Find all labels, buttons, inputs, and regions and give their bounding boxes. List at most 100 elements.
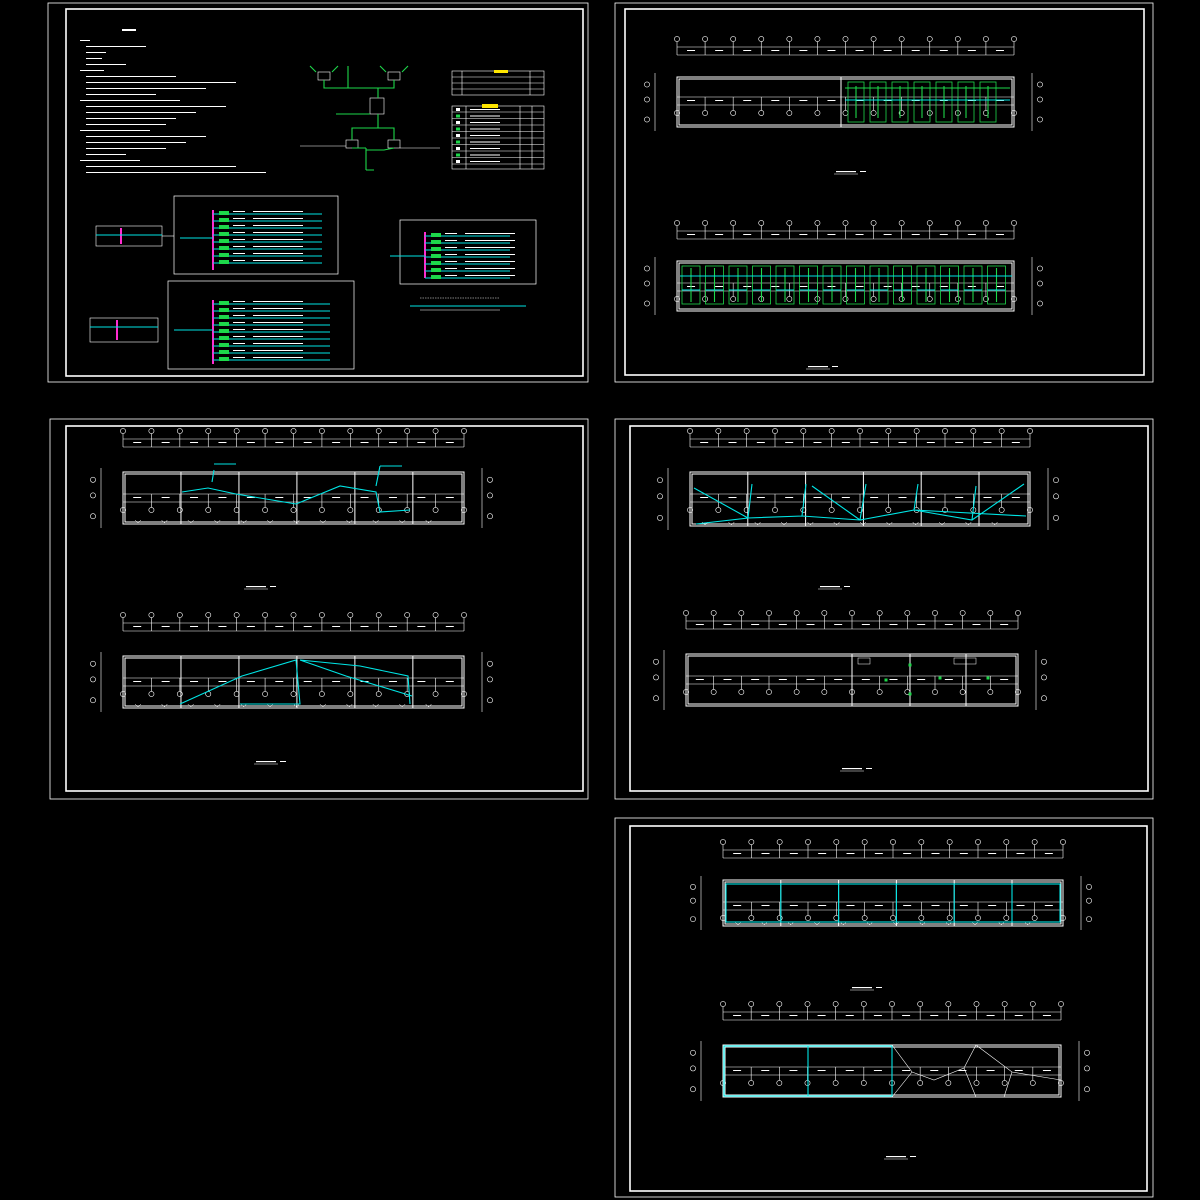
sheet-5 (614, 817, 1154, 1198)
riser-diagram (300, 65, 440, 171)
sheet-1-outer-frame (47, 2, 589, 383)
axis-bubble (644, 265, 650, 272)
axis-bubble (1037, 280, 1043, 287)
drawing-caption (256, 761, 276, 763)
axis-bubble (730, 220, 737, 226)
axis-bubble (1086, 916, 1092, 922)
outer-wall (676, 76, 1015, 128)
axis-bubble (657, 515, 663, 521)
design-notes-block (80, 29, 266, 173)
sheet-4-lower-floor-plan (653, 610, 1047, 772)
axis-bubble (690, 897, 696, 904)
outer-wall (122, 471, 465, 525)
axis-bubble (487, 697, 493, 704)
axis-bubble (842, 220, 849, 226)
axis-bubble (926, 220, 933, 226)
drawing-caption (820, 586, 840, 588)
axis-bubble (954, 220, 961, 226)
sheet-3-upper-floor-plan (90, 428, 493, 590)
axis-bubble (90, 660, 96, 667)
axis-bubble (758, 220, 765, 226)
axis-bubble (674, 220, 680, 226)
axis-bubble (1037, 300, 1043, 307)
axis-bubble (90, 476, 96, 483)
axis-bubble (983, 220, 989, 226)
sheet-1-inner-frame (65, 8, 584, 377)
axis-bubble (898, 220, 905, 226)
axis-bubble (487, 660, 493, 667)
axis-bubble (690, 884, 696, 890)
axis-bubble (1041, 674, 1047, 681)
sheet-2-upper-floor-plan (644, 36, 1043, 175)
sheet-2-outer-frame (614, 2, 1154, 383)
axis-bubble (870, 220, 877, 226)
axis-bubble (1037, 116, 1043, 123)
axis-bubble (1086, 897, 1092, 904)
sheet-5-lower-floor-plan (690, 1001, 1090, 1160)
sheet-4-upper-floor-plan (657, 428, 1059, 590)
axis-bubble (657, 493, 663, 500)
axis-bubble (814, 220, 821, 226)
axis-bubble (90, 492, 96, 499)
axis-bubble (90, 697, 96, 704)
axis-bubble (644, 81, 650, 88)
axis-bubble (487, 476, 493, 483)
axis-bubble (690, 916, 696, 922)
axis-bubble (644, 96, 650, 103)
sheet-4-inner-frame (629, 425, 1149, 792)
axis-bubble (1084, 1086, 1090, 1093)
sheet-4-outer-frame (614, 418, 1154, 800)
axis-bubble (1053, 493, 1059, 500)
incoming-feeder-a (95, 225, 174, 247)
outer-wall (676, 260, 1015, 312)
sheet-1 (47, 2, 589, 383)
axis-bubble (90, 513, 96, 520)
axis-bubble (1053, 515, 1059, 521)
axis-bubble (1041, 695, 1047, 702)
axis-bubble (702, 220, 708, 226)
distribution-panel-a (173, 195, 339, 275)
sheet-3-lower-floor-plan (90, 612, 493, 765)
drawing-caption (836, 171, 856, 173)
sheet-2-lower-floor-plan (644, 220, 1043, 370)
legend-table (451, 70, 545, 170)
sheet-5-inner-frame (629, 825, 1148, 1192)
axis-bubble (90, 676, 96, 683)
axis-bubble (653, 695, 659, 702)
drawing-caption (852, 987, 872, 989)
axis-bubble (644, 280, 650, 287)
drawing-caption (842, 768, 862, 770)
axis-bubble (644, 300, 650, 307)
sheet-2 (614, 2, 1154, 383)
sheet-5-upper-floor-plan (690, 839, 1092, 991)
axis-bubble (653, 658, 659, 665)
drawing-caption (808, 366, 828, 368)
sheet-2-inner-frame (624, 8, 1145, 376)
axis-bubble (1037, 81, 1043, 88)
axis-bubble (1084, 1049, 1090, 1056)
outer-wall (689, 471, 1031, 527)
drawing-caption (246, 586, 266, 588)
incoming-feeder-b (89, 317, 159, 343)
axis-bubble (487, 492, 493, 499)
axis-bubble (1011, 220, 1017, 226)
sheet-3-inner-frame (65, 425, 584, 792)
axis-bubble (653, 674, 659, 681)
sheet-3-outer-frame (49, 418, 589, 800)
axis-bubble (644, 116, 650, 123)
axis-bubble (690, 1049, 696, 1056)
distribution-panel-b (167, 280, 355, 370)
sheet-4 (614, 418, 1154, 800)
axis-bubble (690, 1065, 696, 1072)
outer-wall (722, 879, 1064, 927)
axis-bubble (487, 513, 493, 520)
axis-bubble (1084, 1065, 1090, 1072)
sheet-5-outer-frame (614, 817, 1154, 1198)
axis-bubble (657, 477, 663, 483)
axis-bubble (1053, 477, 1059, 483)
axis-bubble (1037, 265, 1043, 272)
single-feeder-line (410, 297, 526, 311)
sheet-3 (49, 418, 589, 800)
outer-wall (122, 655, 465, 709)
